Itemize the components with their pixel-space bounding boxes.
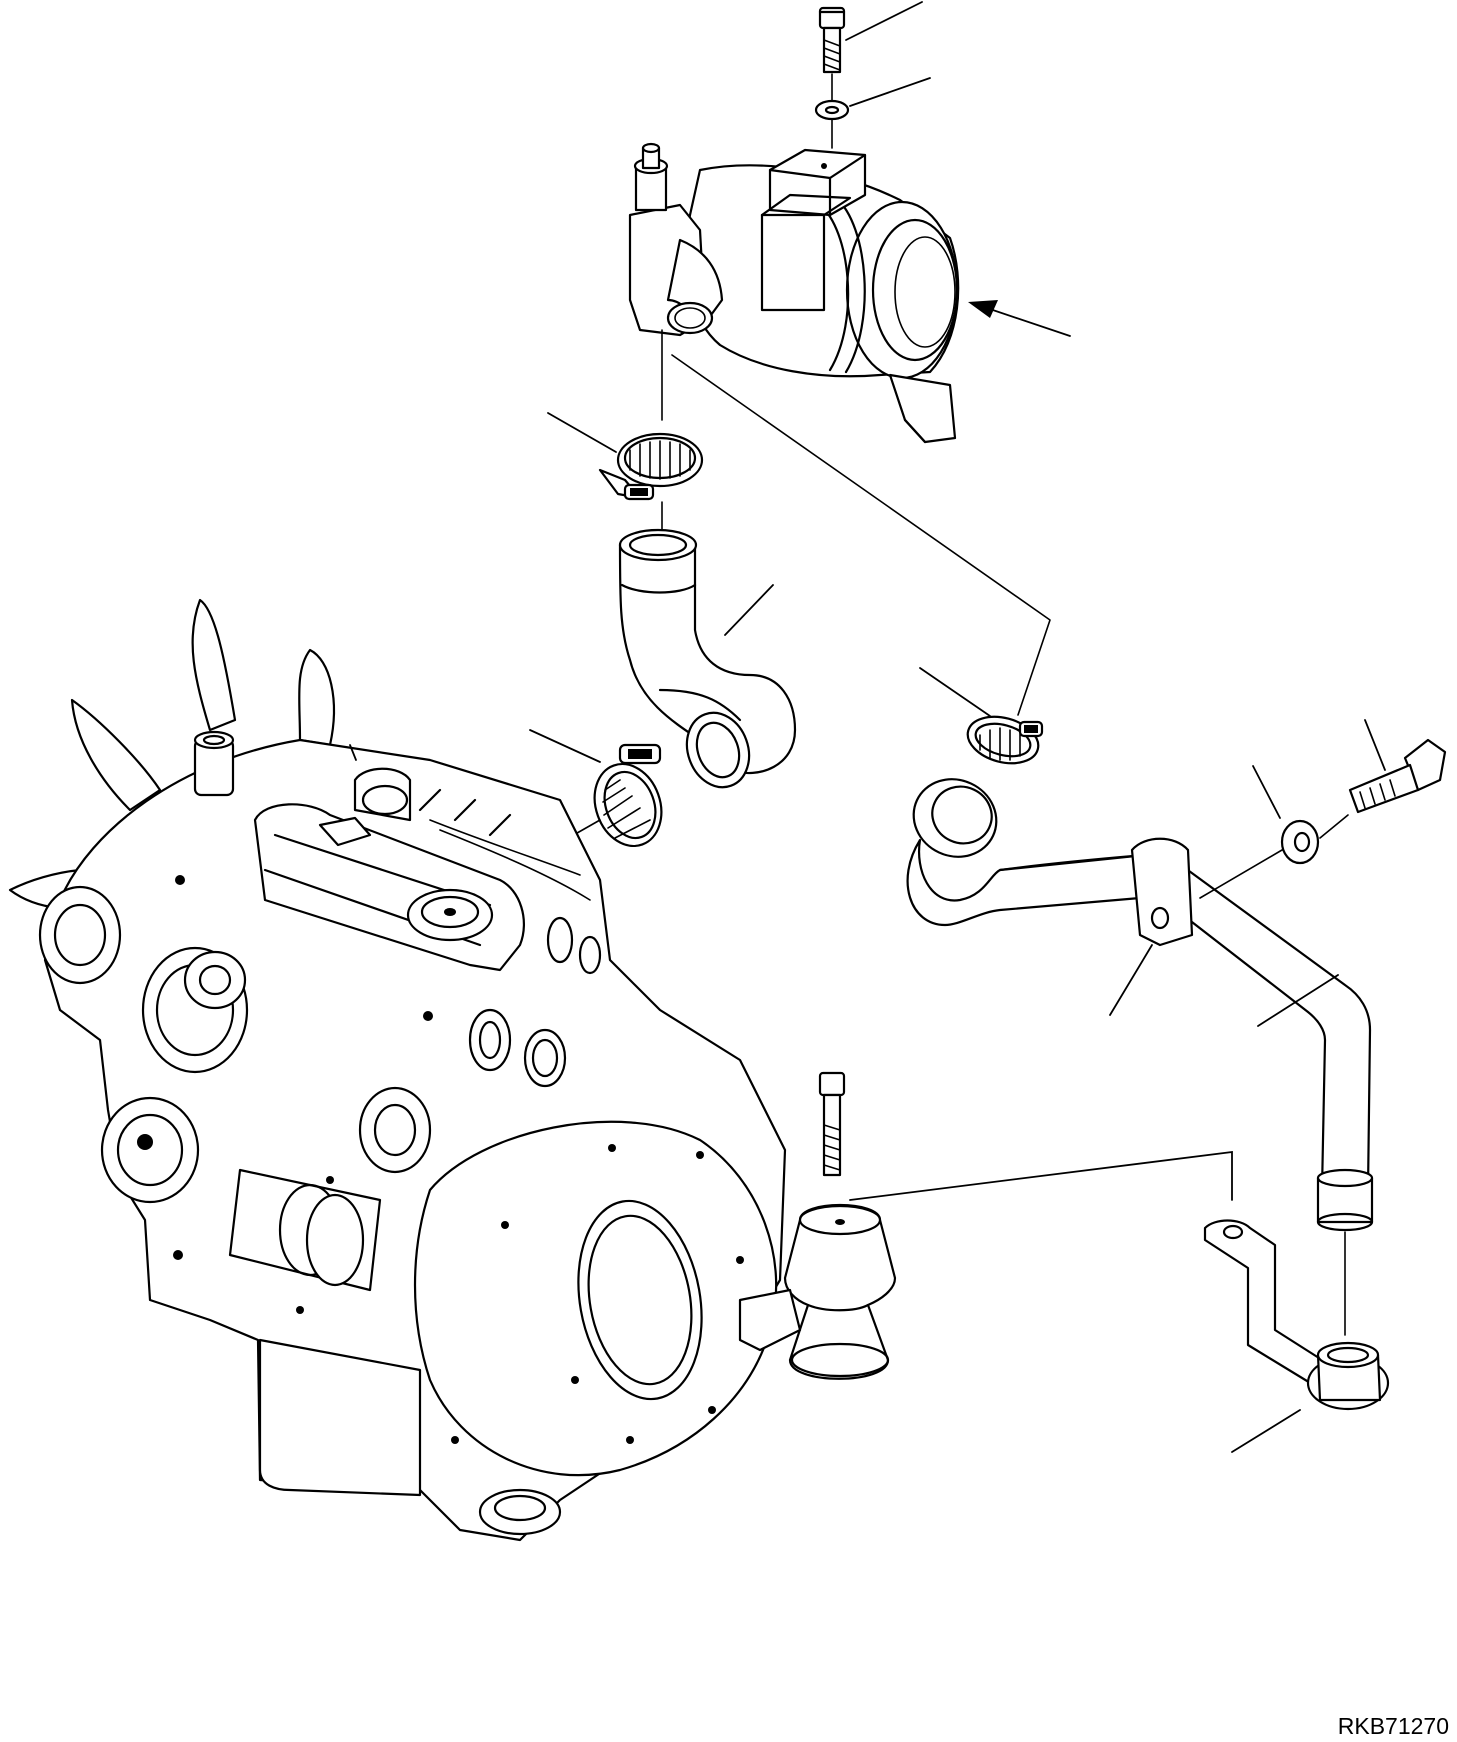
washer-icon bbox=[814, 99, 850, 121]
elbow-hose-icon bbox=[618, 528, 797, 789]
hose-clamp-icon bbox=[593, 743, 663, 848]
engine-icon bbox=[8, 598, 802, 1542]
air-cleaner-icon bbox=[628, 142, 960, 444]
bolt-icon bbox=[818, 1071, 846, 1177]
bolt-icon bbox=[1348, 738, 1447, 814]
drawing-code: RKB71270 bbox=[1338, 1713, 1449, 1739]
washer-icon bbox=[1280, 819, 1320, 865]
bracket-icon bbox=[1203, 1219, 1390, 1411]
hose-clamp-icon bbox=[598, 432, 704, 501]
bolt-icon bbox=[818, 6, 846, 74]
hose-clamp-icon bbox=[966, 715, 1044, 765]
rubber-mount-icon bbox=[783, 1204, 897, 1380]
pipe-icon bbox=[906, 778, 1374, 1232]
air-inflow-arrow-icon bbox=[968, 300, 1071, 337]
